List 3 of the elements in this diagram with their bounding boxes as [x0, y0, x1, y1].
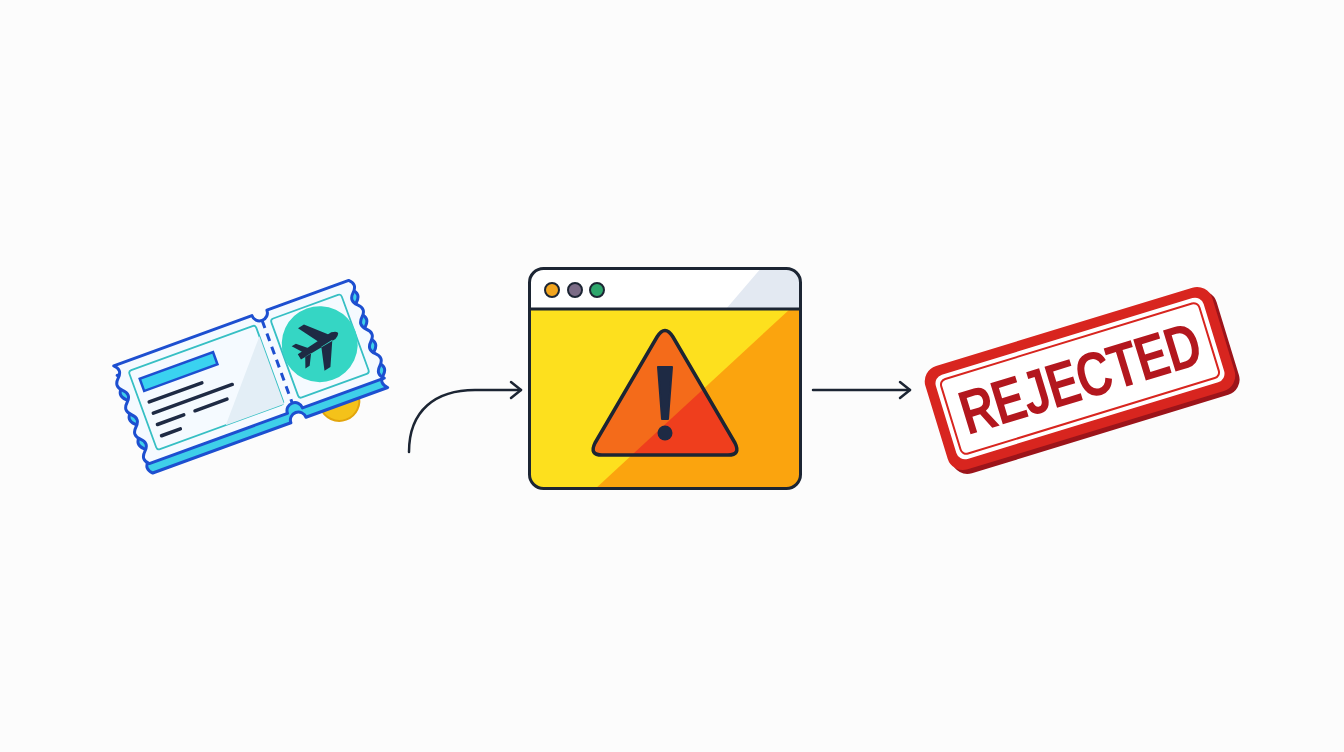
warning-window-illustration — [528, 267, 802, 490]
arrow — [407, 380, 523, 454]
arrow — [811, 380, 912, 400]
